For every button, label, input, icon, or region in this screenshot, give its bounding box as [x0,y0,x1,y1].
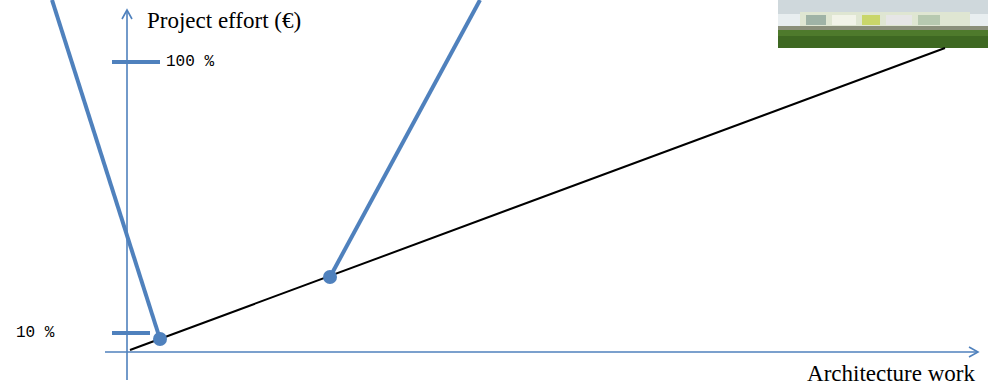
cost-line [52,0,160,339]
axis-tick [112,60,160,64]
tick-label: 100 % [166,54,214,70]
tick-label: 10 % [16,325,54,341]
axis-title: Architecture work [807,362,975,385]
y-axis [126,10,128,380]
cost-line [330,0,480,277]
x-axis [105,351,978,353]
building-photo [778,0,988,48]
point-marker [323,270,337,284]
axis-title: Project effort (€) [147,9,301,32]
axis-tick [112,331,150,335]
trend-line [130,48,945,350]
point-marker [153,332,167,346]
